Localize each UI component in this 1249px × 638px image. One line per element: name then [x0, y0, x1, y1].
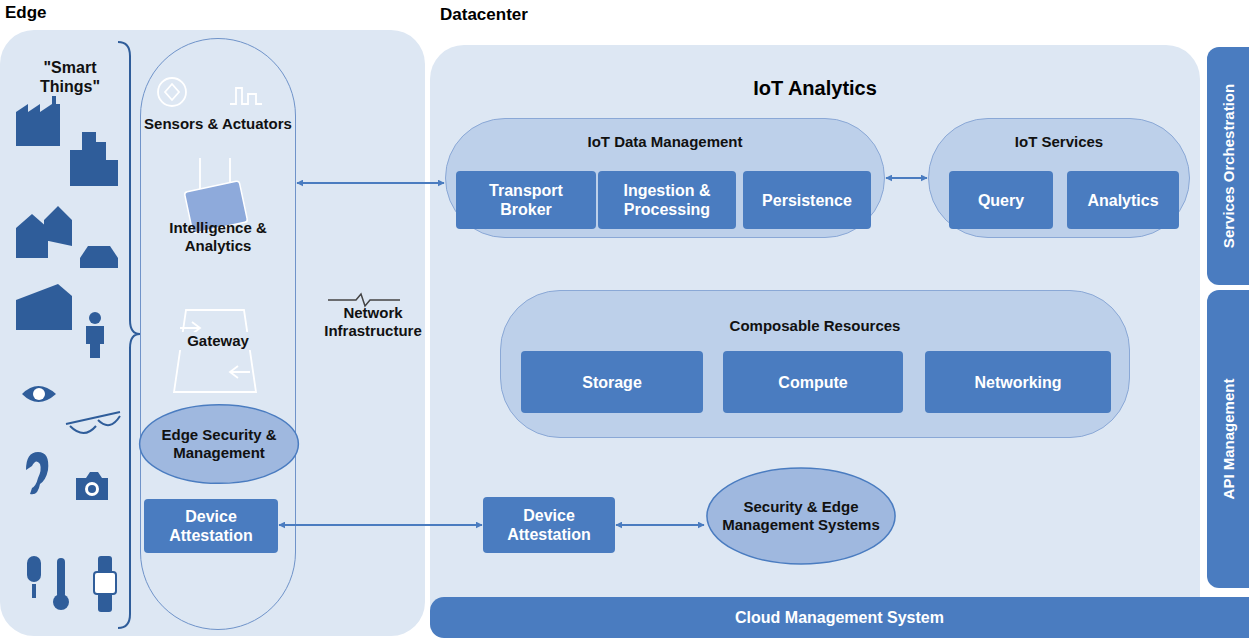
car-icon: [80, 246, 118, 268]
node-text: Edge: [5, 3, 47, 23]
bracket: [118, 42, 140, 628]
camera-lens: [85, 482, 99, 496]
node-text: Intelligence & Analytics: [144, 219, 292, 255]
node-text: Gateway: [179, 332, 257, 350]
camera-lens-inner: [88, 485, 96, 493]
datacenter-panel: DatacenterIoT AnalyticsIoT Data Manageme…: [430, 45, 1200, 638]
node-text: Networking: [968, 373, 1067, 392]
node-text: Datacenter: [440, 5, 528, 25]
node-text: Analytics: [1081, 191, 1164, 210]
node-text: Device Attestation: [483, 506, 615, 544]
factory-icon: [16, 96, 60, 146]
eye-icon: [22, 386, 56, 402]
thermometer-bulb: [53, 594, 69, 610]
side-bar: API Management: [1207, 290, 1249, 588]
gateway-icon: [174, 310, 256, 392]
node-text: IoT Data Management: [446, 133, 884, 150]
process-box: Networking: [925, 351, 1111, 413]
house-icon: [16, 206, 72, 258]
connector-arrow: [886, 177, 927, 179]
train-icon: [16, 284, 72, 330]
node-text: IoT Services: [929, 133, 1189, 150]
process-ellipse: Edge Security & Management: [138, 403, 300, 485]
process-box: Compute: [723, 351, 903, 413]
city-icon: [70, 132, 118, 186]
process-ellipse: Security & Edge Management Systems: [705, 466, 897, 566]
connector-arrow: [279, 524, 482, 526]
process-box: Device Attestation: [483, 497, 615, 553]
group-pill: IoT ServicesQuery Analytics: [928, 118, 1190, 238]
connector-arrow: [616, 524, 704, 526]
node-text: API Management: [1220, 379, 1237, 500]
group-pill: Composable ResourcesStorage Compute Networ…: [500, 290, 1130, 438]
process-box: Device Attestation: [144, 499, 278, 553]
person-icon: [89, 312, 101, 324]
sensor-icon: [158, 78, 186, 106]
node-text: Compute: [772, 373, 853, 392]
sensor-mark: [165, 84, 179, 100]
process-box: Storage: [521, 351, 703, 413]
group-label: "Smart Things": [18, 58, 122, 96]
process-box: Persistence: [743, 171, 871, 229]
node-text: Edge Security & Management: [138, 426, 300, 462]
node-text: Ingestion & Processing: [598, 181, 736, 219]
watch-face: [94, 572, 116, 594]
group-pill: IoT Data ManagementTransport BrokerInges…: [445, 118, 885, 238]
bottom-bar: Cloud Management System: [430, 597, 1249, 638]
node-text: Storage: [576, 373, 648, 392]
process-box: Ingestion & Processing: [598, 171, 736, 229]
eye-pupil: [33, 388, 45, 400]
node-text: Device Attestation: [144, 507, 278, 545]
watch-icon: [98, 556, 112, 612]
mic-icon: [27, 556, 41, 582]
network-mark: [328, 294, 400, 306]
node-text: Transport Broker: [456, 181, 596, 219]
thermometer-icon: [57, 558, 65, 598]
node-text: Security & Edge Management Systems: [705, 498, 897, 534]
connector-arrow: [297, 182, 444, 184]
process-box: Analytics: [1067, 171, 1179, 229]
person-body: [86, 326, 104, 358]
node-text: Persistence: [756, 191, 858, 210]
gateway-arrows: [180, 322, 250, 378]
process-box: Transport Broker: [456, 171, 596, 229]
glasses-icon: [66, 412, 120, 433]
process-box: Query: [949, 171, 1053, 229]
chip-icon: [184, 181, 248, 234]
actuator-icon: [230, 88, 262, 104]
node-text: Composable Resources: [501, 317, 1129, 334]
sensor-stand: [200, 158, 230, 190]
node-text: Sensors & Actuators: [144, 115, 292, 133]
node-text: Query: [972, 191, 1030, 210]
side-bar: Services Orchestration: [1207, 47, 1249, 285]
node-text: Services Orchestration: [1220, 84, 1237, 248]
edge-device-column: Sensors & ActuatorsIntelligence & Analyt…: [140, 38, 296, 630]
network-label: Network Infrastructure: [316, 304, 430, 340]
node-text: IoT Analytics: [430, 77, 1200, 100]
mic-stand: [32, 584, 36, 598]
camera-icon: [76, 472, 108, 500]
ear-icon: [26, 452, 48, 494]
node-text: Cloud Management System: [735, 609, 944, 627]
